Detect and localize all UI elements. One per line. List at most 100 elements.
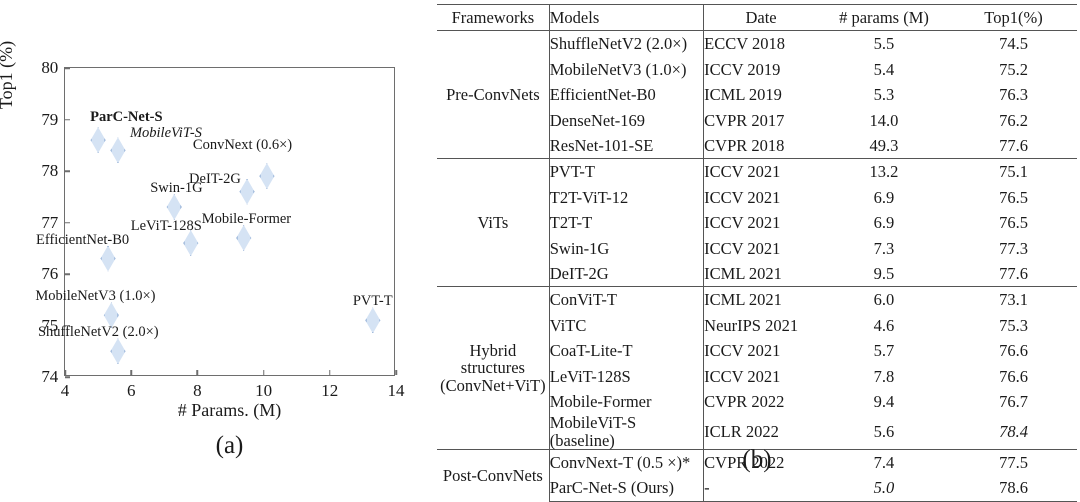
model-cell: Swin-1G bbox=[549, 235, 705, 261]
scatter-marker bbox=[110, 338, 126, 365]
date-cell: ICCV 2021 bbox=[704, 187, 781, 207]
model-cell: Mobile-Former bbox=[549, 388, 705, 415]
params-cell: 6.9 bbox=[873, 213, 895, 233]
scatter-point-label: Swin-1G bbox=[150, 180, 203, 197]
model-cell: MobileViT-S (baseline) bbox=[549, 414, 705, 450]
params-cell: 7.4 bbox=[817, 448, 950, 476]
scatter-point-label: ShuffleNetV2 (2.0×) bbox=[37, 324, 159, 341]
scatter-point-label: ParC-Net-S bbox=[90, 109, 163, 126]
y-tick-label: 79 bbox=[41, 109, 58, 129]
date-cell: ICML 2021 bbox=[704, 263, 782, 283]
params-cell: 5.3 bbox=[873, 85, 895, 105]
col-header-params: # params (M) bbox=[839, 8, 929, 28]
scatter-marker bbox=[110, 137, 126, 164]
date-cell: CVPR 2022 bbox=[704, 391, 785, 411]
model-cell: T2T-ViT-12 bbox=[549, 184, 705, 211]
date-cell: ICCV 2021 bbox=[704, 238, 781, 258]
params-cell: 7.3 bbox=[873, 238, 895, 258]
y-tick-label: 74 bbox=[41, 367, 58, 386]
params-cell: 5.6 bbox=[873, 421, 895, 441]
params-cell: 14.0 bbox=[869, 110, 899, 130]
model-cell: DeIT-2G bbox=[549, 260, 705, 287]
scatter-marker bbox=[90, 127, 106, 154]
top1-cell: 76.6 bbox=[999, 366, 1028, 386]
date-cell: ICML 2021 bbox=[703, 286, 818, 313]
x-tick-mark bbox=[64, 370, 66, 375]
x-tick-label: 8 bbox=[193, 381, 202, 400]
model-cell: T2T-T bbox=[549, 210, 705, 236]
date-cell: ICCV 2021 bbox=[704, 341, 781, 361]
params-cell: 4.6 bbox=[873, 315, 895, 335]
scatter-marker bbox=[166, 194, 182, 221]
y-tick-label: 75 bbox=[41, 315, 58, 335]
top1-cell: 75.2 bbox=[999, 59, 1028, 79]
x-axis-label: # Params. (M) bbox=[177, 400, 282, 420]
model-cell: PVT-T bbox=[549, 158, 705, 185]
scatter-point-label: EfficientNet-B0 bbox=[36, 231, 130, 248]
model-cell: ViTC bbox=[549, 312, 705, 339]
scatter-point-label: ConvNext (0.6×) bbox=[192, 137, 293, 154]
x-tick-label: 6 bbox=[126, 381, 136, 400]
date-cell: CVPR 2018 bbox=[704, 135, 785, 155]
top1-cell: 77.3 bbox=[999, 238, 1028, 258]
table-head: Frameworks Models Date # params (M) Top1… bbox=[437, 4, 1077, 31]
top1-cell: 73.1 bbox=[950, 286, 1077, 313]
caption-b: (b) bbox=[742, 446, 772, 473]
top1-cell: 76.7 bbox=[999, 391, 1028, 411]
x-tick-label: 12 bbox=[321, 381, 339, 400]
top1-cell: 77.5 bbox=[950, 448, 1077, 476]
params-cell: 9.4 bbox=[873, 391, 895, 411]
scatter-marker bbox=[183, 230, 199, 257]
scatter-point-label: DeIT-2G bbox=[189, 170, 241, 187]
top1-cell: 75.1 bbox=[950, 158, 1077, 185]
params-cell: 5.4 bbox=[873, 59, 895, 79]
top1-cell: 76.6 bbox=[999, 341, 1028, 361]
scatter-point-label: MobileViT-S bbox=[129, 125, 202, 142]
top1-cell: 76.2 bbox=[999, 110, 1028, 130]
scatter-marker bbox=[100, 245, 116, 272]
table-panel: Frameworks Models Date # params (M) Top1… bbox=[430, 0, 1080, 502]
scatter-marker bbox=[365, 307, 381, 334]
x-tick-label: 4 bbox=[60, 381, 70, 400]
top1-cell: 77.6 bbox=[999, 135, 1028, 155]
top1-cell: 76.3 bbox=[999, 85, 1028, 105]
model-cell: ShuffleNetV2 (2.0×) bbox=[549, 30, 705, 57]
framework-cell: Pre-ConvNets bbox=[437, 30, 550, 159]
framework-label-line: Pre-ConvNets bbox=[446, 85, 540, 105]
framework-cell: Hybrid structures(ConvNet+ViT) bbox=[437, 286, 550, 450]
date-cell: - bbox=[703, 475, 818, 502]
y-tick-label: 76 bbox=[41, 264, 58, 283]
framework-label-line: Post-ConvNets bbox=[442, 465, 543, 485]
model-cell: ConViT-T bbox=[549, 286, 705, 313]
date-cell: ICML 2019 bbox=[704, 85, 782, 105]
x-tick-mark bbox=[395, 370, 397, 375]
model-cell: EfficientNet-B0 bbox=[549, 82, 705, 108]
y-tick-label: 80 bbox=[41, 58, 58, 77]
date-cell: CVPR 2017 bbox=[704, 110, 785, 130]
model-cell: ParC-Net-S (Ours) bbox=[549, 475, 705, 502]
col-header-date: Date bbox=[745, 8, 777, 28]
y-tick-label: 78 bbox=[41, 161, 58, 180]
top1-cell: 74.5 bbox=[999, 34, 1028, 54]
top1-cell: 78.4 bbox=[999, 421, 1028, 441]
model-cell: CoaT-Lite-T bbox=[549, 338, 705, 364]
x-tick-mark bbox=[130, 370, 132, 375]
date-cell: NeurIPS 2021 bbox=[704, 315, 799, 335]
framework-label-line: ViTs bbox=[477, 213, 509, 233]
framework-label-line: Hybrid structures bbox=[460, 341, 525, 378]
y-tick-mark bbox=[65, 221, 70, 224]
table-header-row: Frameworks Models Date # params (M) Top1… bbox=[437, 4, 1077, 31]
params-cell: 5.5 bbox=[873, 34, 895, 54]
model-cell: MobileNetV3 (1.0×) bbox=[549, 56, 705, 83]
model-cell: ResNet-101-SE bbox=[549, 132, 705, 159]
